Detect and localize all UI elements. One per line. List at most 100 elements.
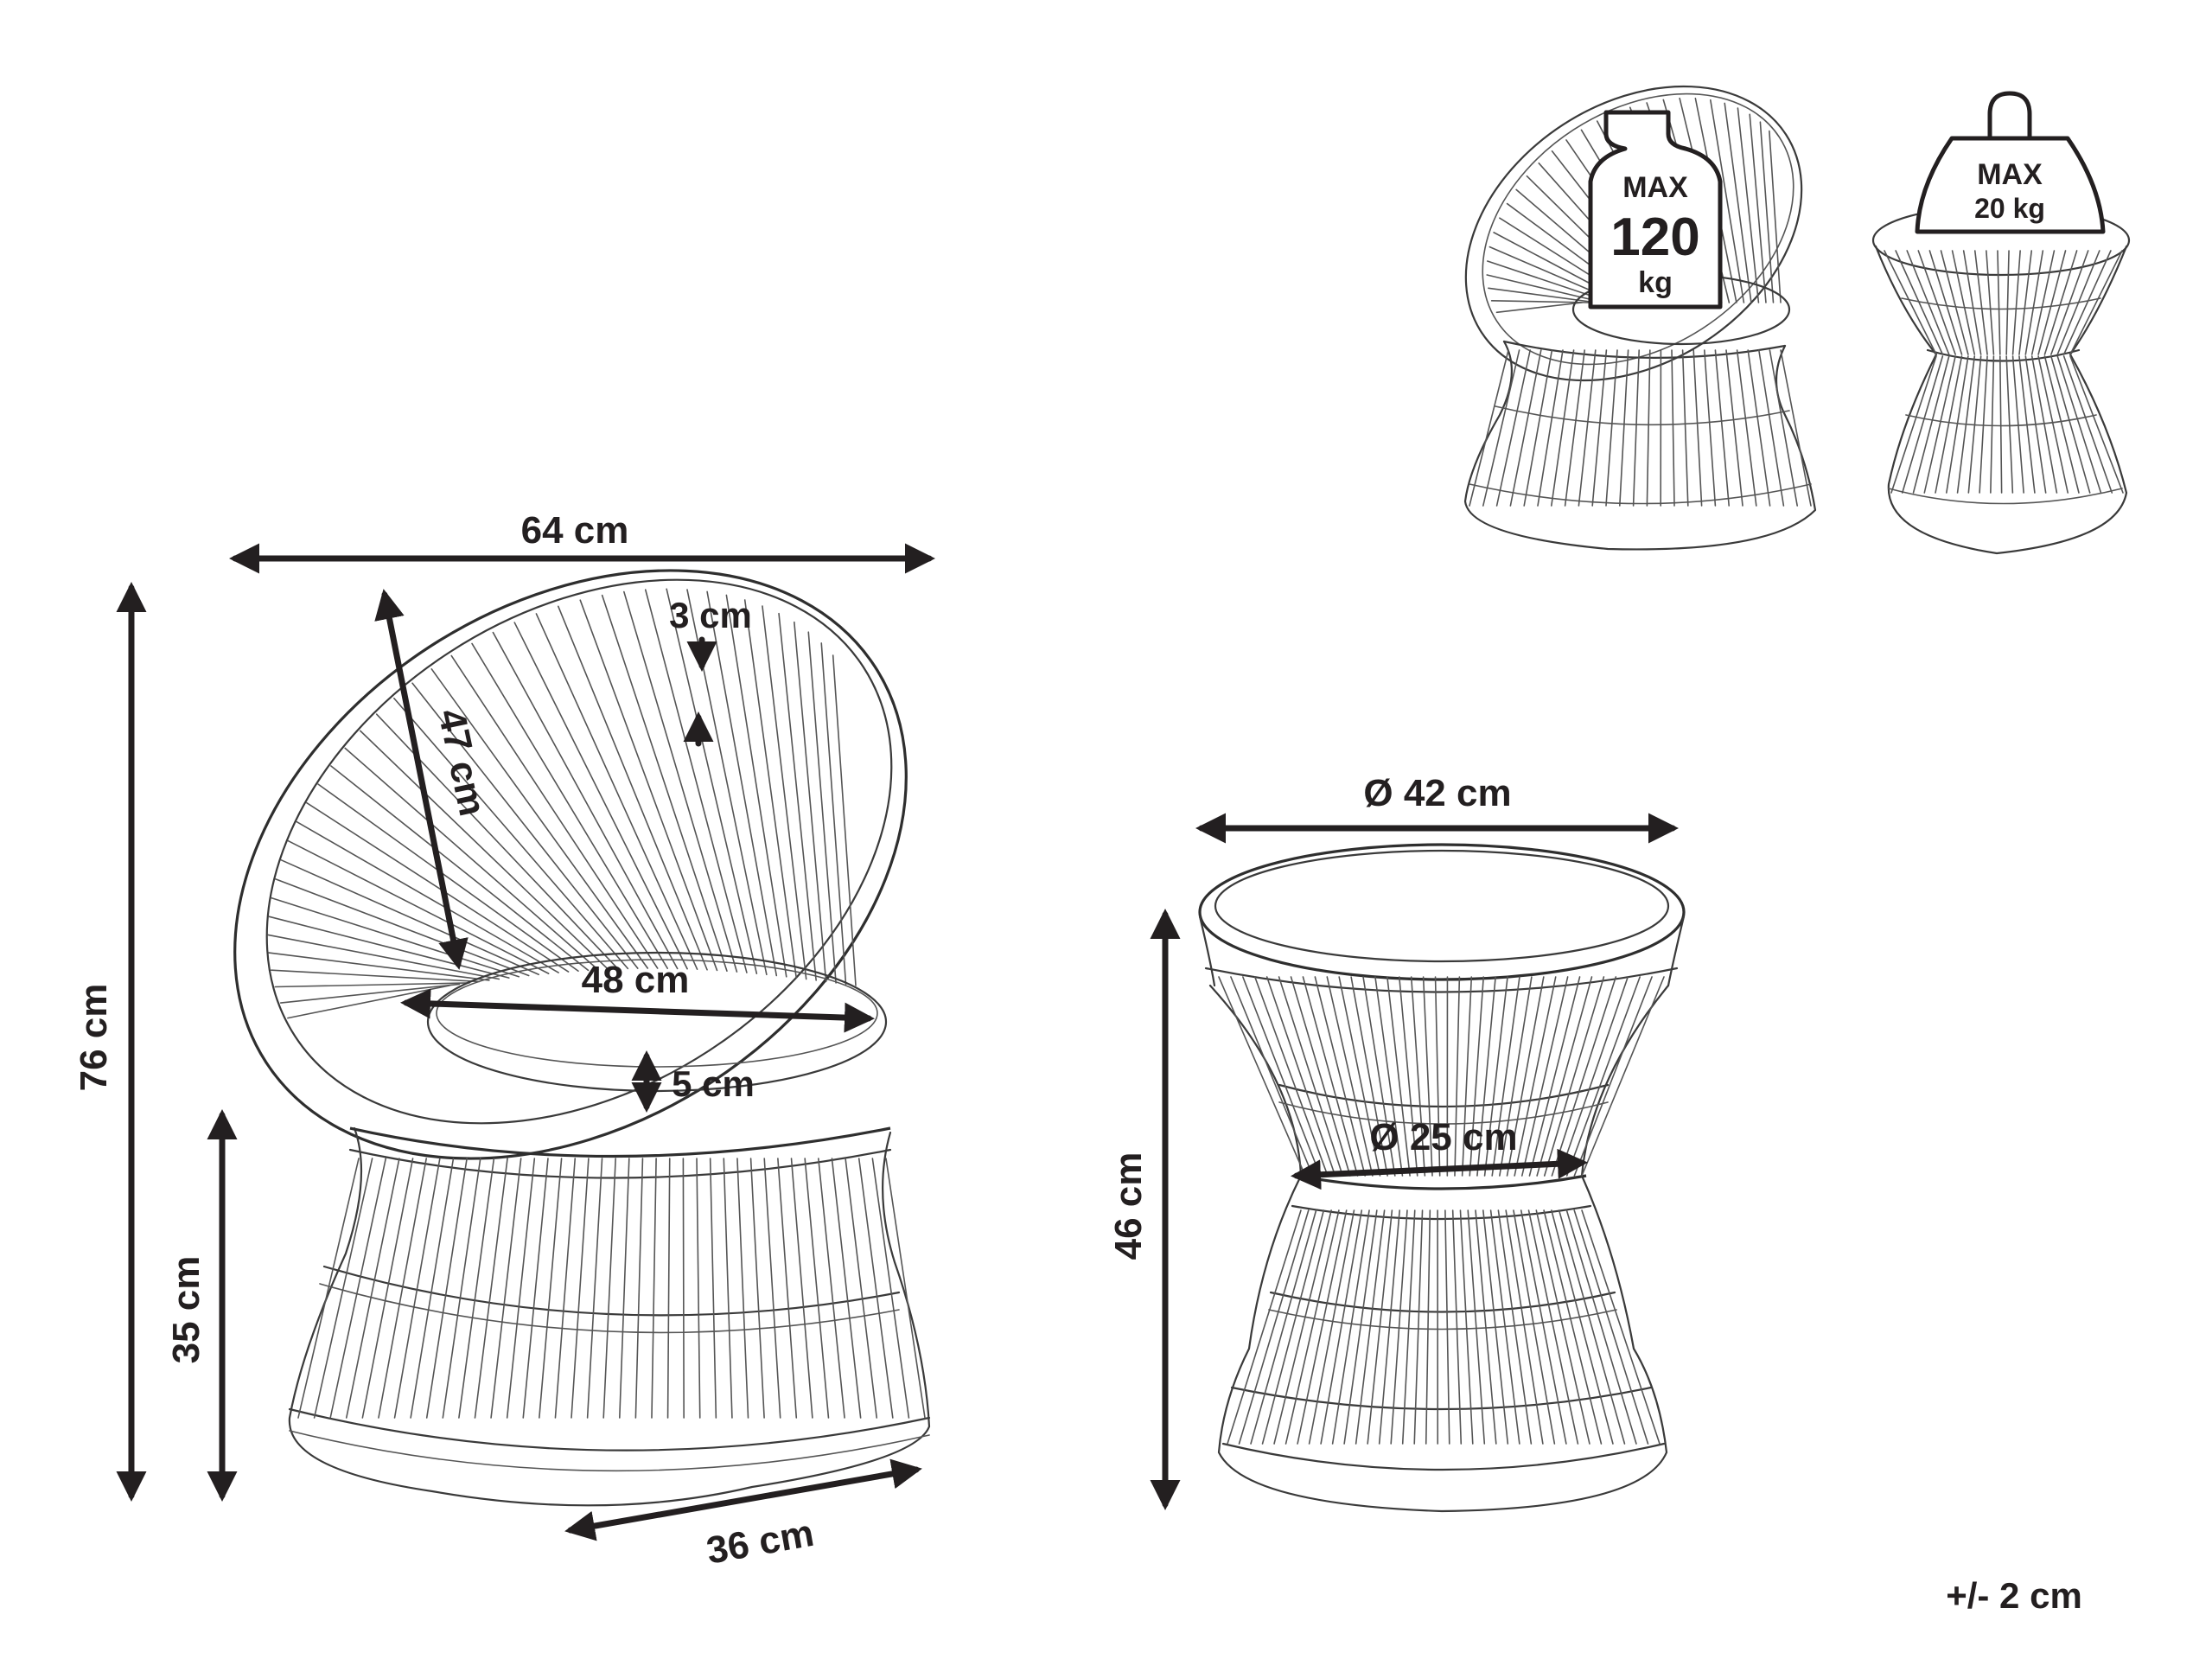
back-height-arrow (374, 589, 469, 970)
weave-strand (506, 1158, 536, 1419)
dimension-lines (116, 543, 1679, 1541)
weave-strand (1737, 107, 1760, 303)
weave-strand (1482, 349, 1520, 507)
weave-strand (1646, 349, 1651, 507)
weave-strand (1581, 1209, 1661, 1445)
weave-strand (1536, 976, 1593, 1177)
weave-strand (1543, 976, 1605, 1177)
weave-strand (557, 605, 708, 971)
weave-strand (1390, 1209, 1408, 1445)
weave-strand (1451, 1209, 1463, 1445)
weave-strand (2030, 355, 2058, 494)
weave-strand (1242, 976, 1322, 1177)
weave-strand (1499, 976, 1533, 1177)
weave-strand (345, 1158, 400, 1419)
base-depth-arrow (564, 1458, 922, 1541)
weave-strand (1895, 250, 1944, 355)
weave-strand (1505, 1209, 1544, 1445)
weave-strand (1273, 1209, 1332, 1445)
weave-strand (554, 1158, 577, 1419)
weave-strand (296, 820, 559, 973)
weave-strand (522, 1158, 549, 1419)
weave-strand (1573, 976, 1653, 1177)
weave-strand (1398, 976, 1418, 1177)
weave-strand (1308, 1209, 1355, 1445)
seat-width-arrow (400, 988, 875, 1033)
weave-strand (2011, 355, 2024, 494)
weave-strand (1444, 1209, 1450, 1445)
weave-strand (1999, 355, 2003, 494)
weave-strand (778, 612, 817, 981)
table-weight-icon: MAX 20 kg (1915, 91, 2106, 234)
weave-strand (1901, 355, 1944, 494)
weave-strand (1551, 1209, 1614, 1445)
weave-strand (682, 1158, 685, 1419)
weave-strand (361, 1158, 414, 1419)
weave-strand (1425, 1209, 1431, 1445)
chair-back-weave (267, 588, 857, 1019)
weave-strand (1912, 355, 1950, 494)
chair-max-label: MAX (1622, 171, 1688, 204)
chair-width-label: 64 cm (521, 509, 629, 552)
weave-strand (1724, 102, 1752, 303)
weave-strand (2024, 250, 2044, 355)
weave-strand (1497, 1209, 1533, 1445)
weave-strand (602, 1158, 616, 1419)
seat-height-label: 35 cm (165, 1256, 207, 1364)
weave-strand (743, 599, 798, 979)
weave-strand (1238, 1209, 1310, 1445)
weave-strand (1378, 1209, 1400, 1445)
weave-strand (1578, 349, 1597, 507)
weave-strand (1459, 1209, 1474, 1445)
weave-strand (1671, 349, 1675, 507)
weave-strand (1990, 355, 1995, 494)
weave-strand (270, 969, 481, 983)
weave-strand (1290, 976, 1351, 1177)
weave-strand (1514, 976, 1557, 1177)
weave-strand (709, 1158, 717, 1419)
weave-strand (1362, 976, 1396, 1177)
weave-strand (2018, 355, 2036, 494)
weave-strand (845, 1158, 878, 1419)
table-height-label: 46 cm (1107, 1152, 1150, 1260)
weave-strand (1997, 250, 2001, 355)
weave-strand (1475, 1209, 1497, 1445)
weave-strand (634, 1158, 644, 1419)
weave-strand (618, 1158, 630, 1419)
weave-strand (2037, 355, 2069, 494)
chair-max-value: 120 (1610, 207, 1699, 267)
weave-strand (1476, 976, 1496, 1177)
weave-strand (1967, 355, 1982, 494)
weave-strand (393, 1158, 441, 1419)
weave-strand (1434, 976, 1441, 1177)
weave-strand (1581, 976, 1665, 1177)
weave-strand (1338, 976, 1381, 1177)
weave-strand (2050, 250, 2089, 355)
weave-strand (804, 1158, 830, 1419)
weave-strand (579, 599, 718, 972)
weave-strand (297, 1158, 360, 1419)
weave-strand (1564, 349, 1585, 507)
weave-strand (2043, 355, 2080, 494)
weave-strand (279, 983, 461, 1004)
weave-strand (794, 621, 827, 983)
weave-strand (458, 1158, 495, 1419)
weave-strand (2056, 355, 2102, 494)
weave-strand (1367, 1209, 1393, 1445)
weave-strand (571, 1158, 590, 1419)
weave-strand (885, 1158, 926, 1419)
weave-strand (790, 1158, 813, 1419)
weave-strand (1253, 976, 1329, 1177)
chair-weight-icon: MAX 120 kg (1588, 110, 1723, 309)
weave-strand (1482, 1209, 1509, 1445)
weave-strand (749, 1158, 765, 1419)
table-waist-label: Ø 25 cm (1369, 1116, 1517, 1158)
weave-strand (535, 613, 698, 970)
weave-strand (1890, 355, 1937, 494)
weave-strand (1619, 349, 1629, 507)
weave-strand (1559, 976, 1629, 1177)
weave-strand (1401, 1209, 1416, 1445)
weave-strand (1495, 349, 1531, 507)
dimension-labels: 64 cm 76 cm 35 cm 47 cm 3 cm 48 cm 5 cm … (73, 509, 2082, 1616)
